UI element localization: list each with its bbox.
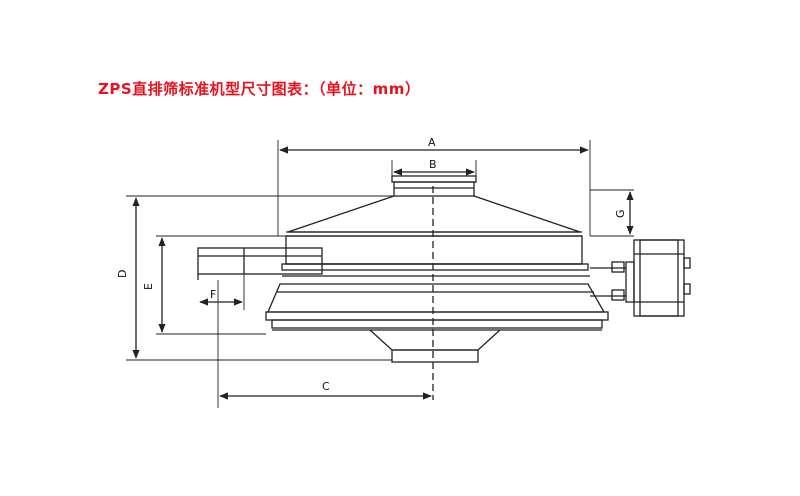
diagram-title: ZPS直排筛标准机型尺寸图表：（单位：mm）	[98, 80, 421, 98]
side-outlet	[197, 247, 323, 280]
label-b: B	[429, 158, 437, 171]
label-e: E	[142, 283, 155, 290]
label-g: G	[614, 209, 627, 218]
top-cone	[286, 195, 582, 237]
label-a: A	[428, 136, 436, 149]
label-d: D	[116, 270, 129, 278]
lower-frame	[265, 283, 609, 331]
motor-assembly	[590, 239, 691, 317]
label-c: C	[322, 380, 330, 393]
upper-frame	[281, 235, 590, 277]
top-inlet	[391, 175, 477, 197]
bottom-cone	[369, 329, 501, 363]
label-f: F	[210, 288, 216, 301]
